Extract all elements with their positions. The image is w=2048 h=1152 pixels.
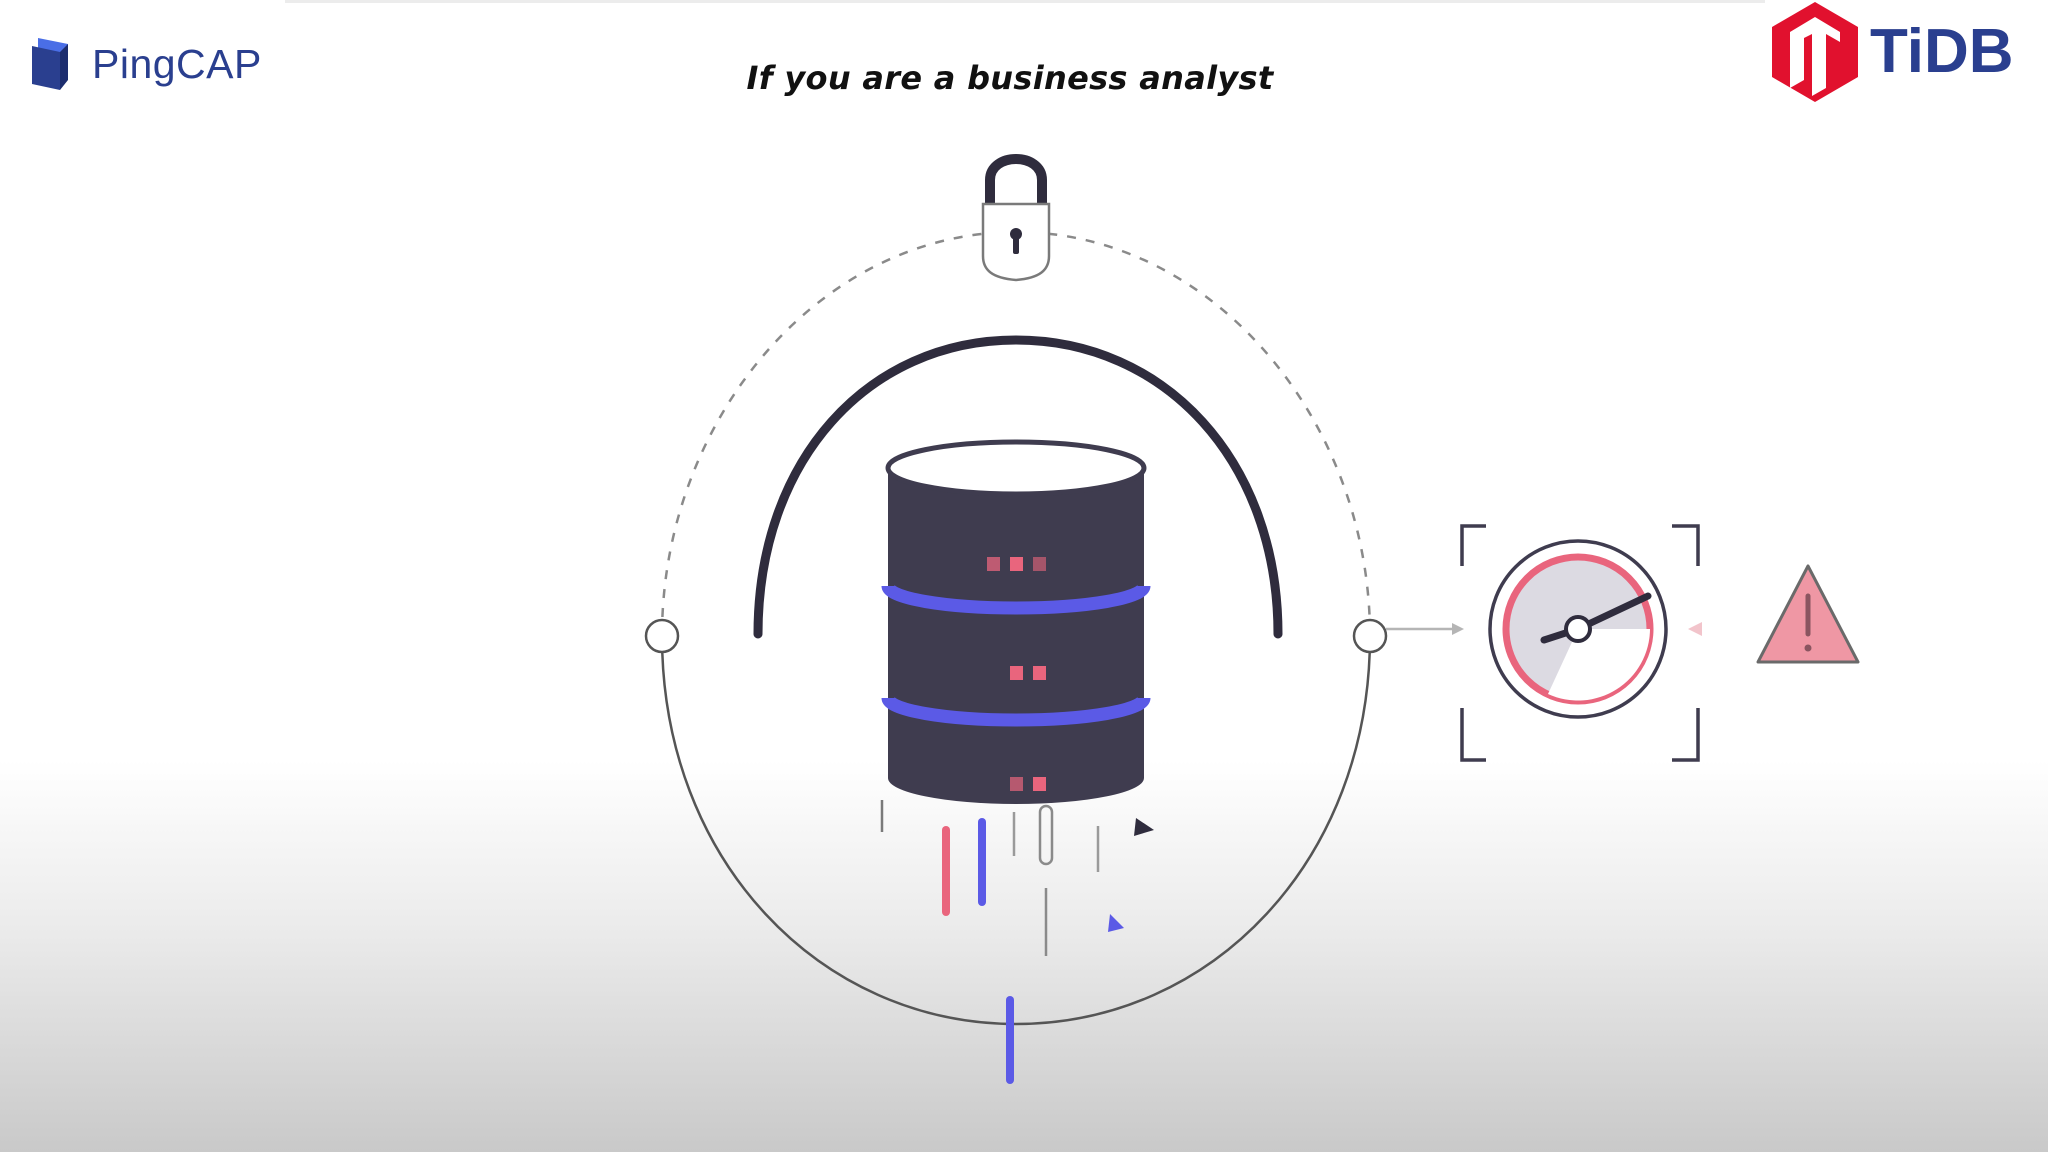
solid-orbit-arc: [660, 635, 1372, 1026]
video-caption: If you are a business analyst: [746, 59, 1274, 97]
tidb-logo: TiDB: [1770, 0, 2014, 104]
pingcap-logo-text: PingCAP: [92, 40, 262, 87]
tidb-logo-icon: [1772, 2, 1858, 102]
inner-dark-arc: [753, 335, 1283, 639]
tidb-logo-text: TiDB: [1870, 17, 2014, 86]
warning-pointer: [1688, 622, 1702, 636]
speedometer-icon: [1460, 524, 1700, 762]
pingcap-logo-icon: [32, 38, 68, 90]
warning-icon: [1756, 564, 1860, 664]
pingcap-logo: PingCAP: [30, 36, 262, 92]
orbit-node-right: [1352, 618, 1388, 654]
data-stream-lines: [880, 800, 1154, 1084]
connector-arrowhead: [1452, 623, 1464, 635]
lock-icon: [981, 154, 1051, 282]
top-band: [285, 0, 1765, 3]
orbit-node-left: [644, 618, 680, 654]
database-icon: [881, 439, 1151, 804]
